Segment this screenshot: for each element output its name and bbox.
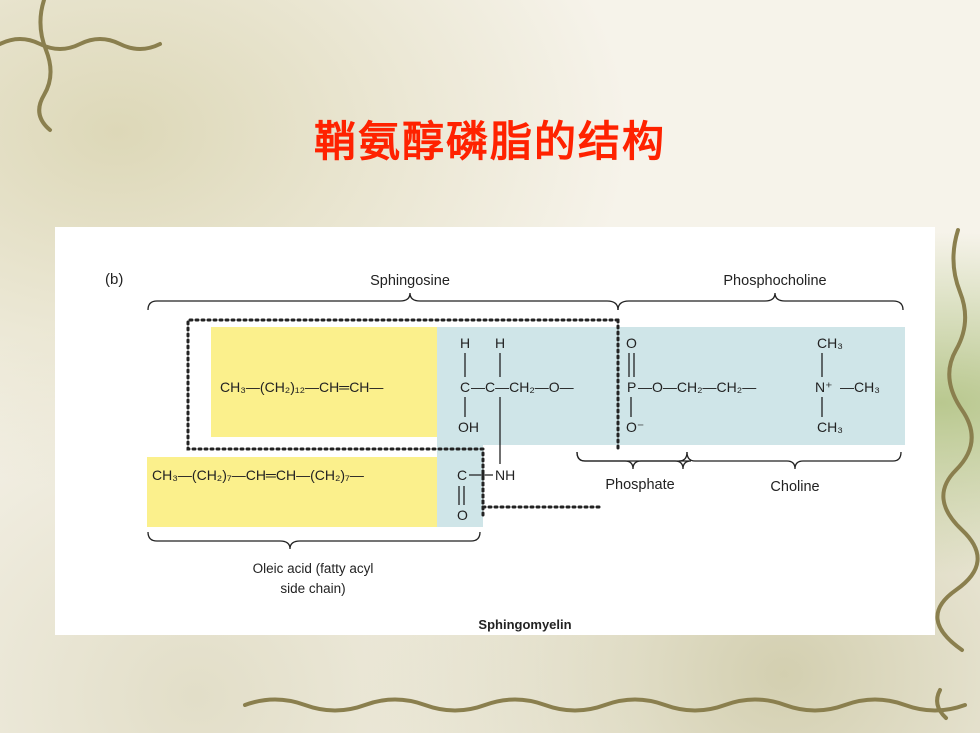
oleic-label-line1: Oleic acid (fatty acyl xyxy=(253,561,374,576)
hydrogen-2: H xyxy=(495,335,505,351)
sphingosine-label: Sphingosine xyxy=(370,273,450,289)
right-vine xyxy=(935,228,980,652)
amide-nh: NH xyxy=(495,467,515,483)
oleic-tail-shading xyxy=(147,457,437,527)
sphingosine-c1: C xyxy=(460,379,470,395)
panel-label: (b) xyxy=(105,271,123,288)
choline-linker: —O—CH₂—CH₂— xyxy=(638,379,756,395)
hydroxyl: OH xyxy=(458,419,479,435)
sphingosine-bonds xyxy=(464,353,501,464)
carbonyl-oxygen: O xyxy=(457,507,468,523)
top-brackets xyxy=(147,292,904,311)
figure-caption: Sphingomyelin xyxy=(478,617,571,632)
bottom-vine xyxy=(243,688,967,720)
top-left-vine xyxy=(0,0,162,132)
phosphate-bonds xyxy=(628,353,635,417)
phosphate-oxygen-bottom: O⁻ xyxy=(626,419,644,435)
choline-label: Choline xyxy=(770,479,819,495)
amide-shading xyxy=(437,437,483,527)
methyl-bottom: CH₃ xyxy=(817,419,843,435)
sphingomyelin-diagram: (b) Sphingosine Phosphocholine CH₃—(CH₂)… xyxy=(105,271,905,632)
hydrogen-1: H xyxy=(460,335,470,351)
methyl-top: CH₃ xyxy=(817,335,843,351)
headgroup-shading xyxy=(437,327,905,445)
slide-title: 鞘氨醇磷脂的结构 xyxy=(313,117,666,166)
phosphocholine-label: Phosphocholine xyxy=(723,273,826,289)
lower-brackets xyxy=(147,451,902,550)
sphingosine-c2-group: —C—CH₂—O— xyxy=(471,379,574,395)
carbonyl-bonds xyxy=(458,474,493,505)
phosphate-oxygen-top: O xyxy=(626,335,637,351)
phosphorus: P xyxy=(627,379,636,395)
phosphate-label: Phosphate xyxy=(605,477,674,493)
carbonyl-carbon: C xyxy=(457,467,467,483)
nitrogen: N⁺ xyxy=(815,379,833,395)
figure-panel: (b) Sphingosine Phosphocholine CH₃—(CH₂)… xyxy=(55,227,935,635)
methyl-right: —CH₃ xyxy=(840,379,880,395)
oleic-chain: CH₃—(CH₂)₇—CH═CH—(CH₂)₇— xyxy=(152,467,364,483)
dotted-outline xyxy=(186,318,620,519)
oleic-label-line2: side chain) xyxy=(280,581,345,596)
sphingosine-chain: CH₃—(CH₂)₁₂—CH═CH— xyxy=(220,379,383,395)
sphingosine-tail-shading xyxy=(211,327,437,437)
